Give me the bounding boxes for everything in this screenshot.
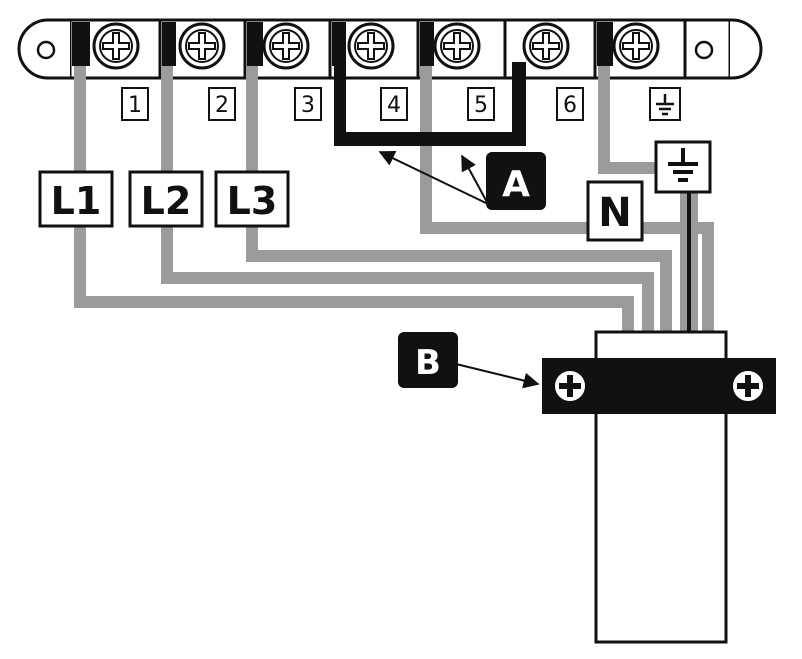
screw-icon[interactable]	[612, 22, 660, 70]
right-mounting-hole	[694, 40, 714, 60]
screw-icon[interactable]	[178, 22, 226, 70]
right-mounting-ear	[730, 18, 763, 80]
callout-b: B	[398, 332, 540, 389]
screw-icon[interactable]	[92, 22, 140, 70]
wire-label-l3: L3	[227, 179, 278, 223]
clamp-screw-icon[interactable]	[553, 369, 587, 403]
screw-icon[interactable]	[347, 22, 395, 70]
terminal-numbers: 1 2 3 4 5 6	[121, 87, 681, 121]
screw-icon[interactable]	[433, 22, 481, 70]
screw-icon[interactable]	[522, 22, 570, 70]
ground-wire	[680, 190, 698, 332]
wire-label-l2: L2	[141, 179, 192, 223]
callout-a-label: A	[502, 164, 530, 205]
earth-ground-icon	[649, 87, 681, 121]
terminal-label-2: 2	[215, 93, 229, 118]
cable-clamp	[542, 358, 776, 414]
left-mounting-hole	[36, 40, 56, 60]
wire-n	[420, 66, 714, 332]
wire-l3	[246, 66, 672, 332]
terminal-label-5: 5	[474, 93, 488, 118]
screw-icon[interactable]	[262, 22, 310, 70]
terminal-label-1: 1	[128, 93, 142, 118]
terminal-label-3: 3	[301, 93, 315, 118]
terminal-label-6: 6	[563, 93, 577, 118]
clamp-screw-icon[interactable]	[731, 369, 765, 403]
callout-a: A	[378, 151, 546, 210]
ground-wire-label	[654, 140, 712, 194]
wire-label-tags: L1 L2 L3 N	[38, 170, 644, 242]
wire-label-n: N	[598, 190, 631, 236]
terminal-label-4: 4	[387, 93, 401, 118]
callout-b-label: B	[415, 343, 441, 383]
bridge-link-4-5	[334, 62, 526, 146]
wire-label-l1: L1	[51, 179, 102, 223]
earth-ground-icon	[668, 148, 698, 182]
wire-ground	[598, 66, 662, 174]
